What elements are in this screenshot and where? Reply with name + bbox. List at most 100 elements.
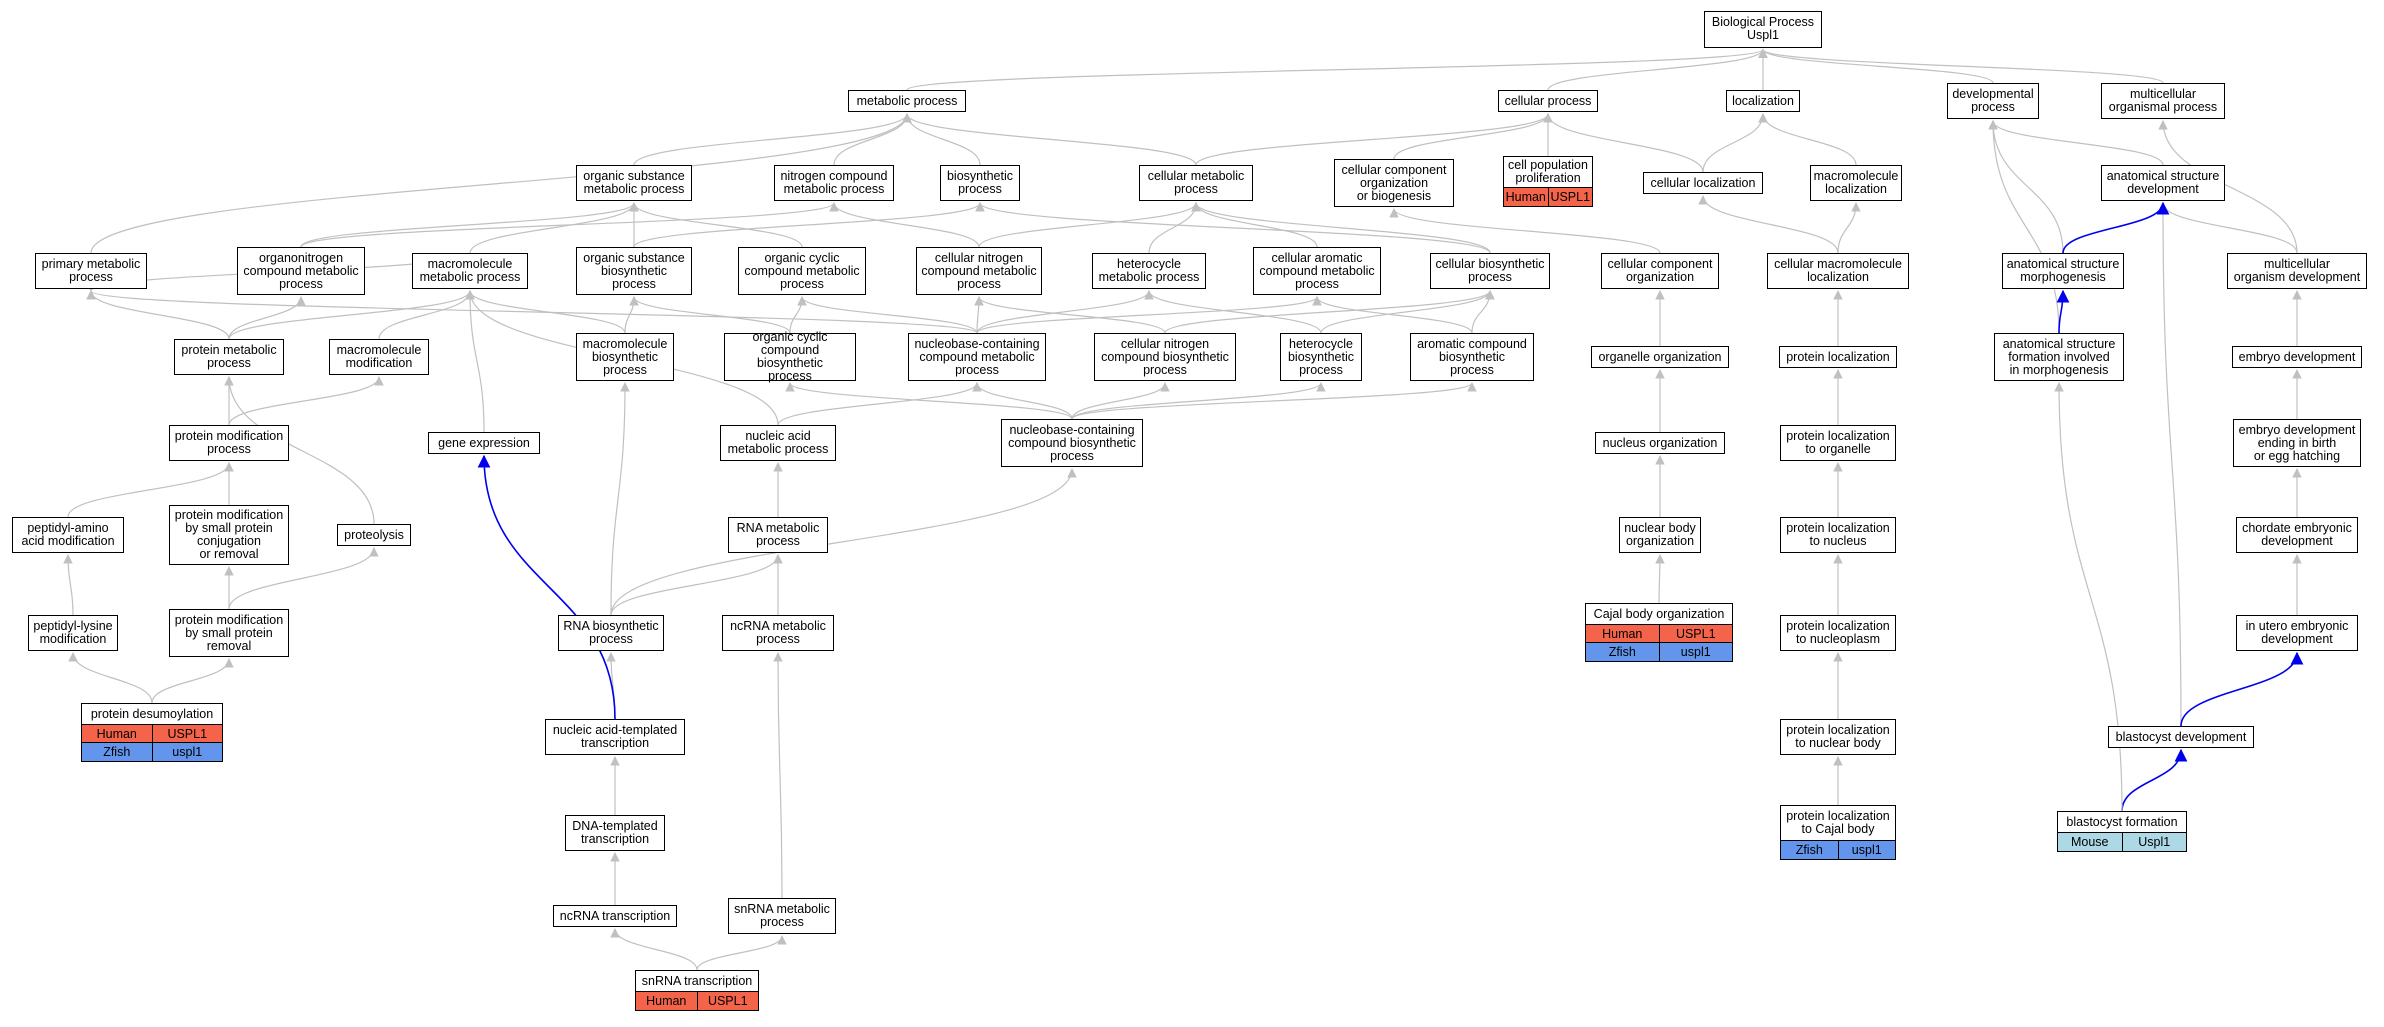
edge-macromet-to-orgsub: [469, 202, 639, 254]
go-term-cellmet[interactable]: cellular metabolic process: [1139, 165, 1253, 201]
edge-mod-to-asd: [2158, 202, 2298, 254]
go-term-orgcyc[interactable]: organic cyclic compound metabolic proces…: [738, 247, 866, 295]
edge-snrnatrans-to-ncrnatrans: [610, 928, 698, 971]
go-term-orgsubbio[interactable]: organic substance biosynthetic process: [576, 247, 692, 295]
go-term-bp[interactable]: Biological Process Uspl1: [1704, 10, 1822, 48]
go-term-cellbio[interactable]: cellular biosynthetic process: [1430, 253, 1550, 289]
edge-cellarom-to-cellmet: [1191, 202, 1318, 248]
edge-mod-to-multi: [2158, 120, 2298, 254]
go-term-protloc[interactable]: protein localization: [1779, 346, 1897, 368]
edge-protmod-to-macromod: [228, 376, 384, 426]
edge-hetero-to-cellmet: [1148, 202, 1201, 254]
edge-blastdev-to-asd: [2158, 202, 2182, 727]
go-term-ncrnamet[interactable]: ncRNA metabolic process: [722, 615, 834, 651]
go-term-nucorg[interactable]: nucleus organization: [1595, 432, 1725, 454]
go-term-protmet[interactable]: protein metabolic process: [174, 339, 284, 375]
edge-cellnitro-to-cellmet: [978, 202, 1201, 248]
go-term-macromod[interactable]: macromolecule modification: [329, 339, 429, 375]
go-term-protloccajal[interactable]: protein localization to Cajal body: [1780, 805, 1896, 841]
go-term-nbcb[interactable]: nucleobase-containing compound biosynthe…: [1001, 419, 1143, 467]
go-term-geneexp[interactable]: gene expression: [428, 432, 540, 454]
go-term-proteolysis[interactable]: proteolysis: [337, 524, 411, 546]
edge-rnabio-to-rnamet: [610, 554, 783, 616]
go-term-inutero[interactable]: in utero embryonic development: [2236, 615, 2358, 651]
go-term-embbirth[interactable]: embryo development ending in birth or eg…: [2233, 419, 2361, 467]
go-term-cellarom[interactable]: cellular aromatic compound metabolic pro…: [1253, 247, 1381, 295]
go-term-primary[interactable]: primary metabolic process: [35, 253, 147, 289]
edge-desumo-to-peptlys: [68, 652, 153, 704]
edge-orgnitro-to-orgsub: [300, 202, 639, 248]
go-term-heterobio[interactable]: heterocycle biosynthetic process: [1280, 333, 1362, 381]
gene-label: uspl1: [1658, 643, 1733, 661]
go-term-peptaa[interactable]: peptidyl-amino acid modification: [12, 517, 124, 553]
edge-cellnitrobio-to-cellnitro: [974, 296, 1166, 334]
go-term-rnabio[interactable]: RNA biosynthetic process: [558, 615, 664, 651]
edge-peptaa-to-protmod: [67, 462, 234, 518]
go-term-devp[interactable]: developmental process: [1947, 83, 2039, 119]
go-term-cellprolif[interactable]: cell population proliferation: [1503, 156, 1593, 188]
go-term-embdev[interactable]: embryo development: [2232, 346, 2362, 368]
go-term-macroloc[interactable]: macromolecule localization: [1810, 165, 1902, 201]
go-term-ncrnatrans[interactable]: ncRNA transcription: [553, 905, 677, 927]
go-term-nucbody[interactable]: nuclear body organization: [1619, 517, 1701, 553]
go-term-orgnitro[interactable]: organonitrogen compound metabolic proces…: [237, 247, 365, 295]
go-term-asm[interactable]: anatomical structure morphogenesis: [2002, 253, 2124, 289]
go-term-protlocnp[interactable]: protein localization to nucleoplasm: [1780, 615, 1896, 651]
go-term-arombio[interactable]: aromatic compound biosynthetic process: [1410, 333, 1534, 381]
go-term-desumo[interactable]: protein desumoylation: [81, 703, 223, 725]
go-term-cellnitrobio[interactable]: cellular nitrogen compound biosynthetic …: [1094, 333, 1236, 381]
edge-multi-to-bp: [1758, 48, 2164, 84]
edge-cellloc-to-cellp: [1543, 113, 1704, 173]
go-term-cajalorg[interactable]: Cajal body organization: [1585, 603, 1733, 625]
edge-orgcycbio-to-orgsubbio: [629, 296, 791, 334]
edge-orgnitro-to-nitro: [300, 202, 839, 248]
go-term-nitro[interactable]: nitrogen compound metabolic process: [774, 165, 894, 201]
species-label: Zfish: [1608, 645, 1636, 659]
edge-nbcb-to-cellnitrobio: [1071, 382, 1170, 420]
go-term-nucmet[interactable]: nucleic acid metabolic process: [720, 425, 836, 461]
go-term-natempl[interactable]: nucleic acid-templated transcription: [545, 719, 685, 755]
go-term-cellloc[interactable]: cellular localization: [1643, 172, 1763, 194]
go-term-biosyn[interactable]: biosynthetic process: [940, 165, 1020, 201]
go-term-rnamet[interactable]: RNA metabolic process: [728, 517, 828, 553]
edge-arombio-to-cellbio: [1471, 290, 1495, 334]
go-term-snrnamet[interactable]: snRNA metabolic process: [728, 898, 836, 934]
go-term-hetero[interactable]: heterocycle metabolic process: [1092, 253, 1206, 289]
go-term-asfm[interactable]: anatomical structure formation involved …: [1994, 333, 2124, 381]
go-term-protmod[interactable]: protein modification process: [169, 425, 289, 461]
edge-protmet-to-macromet: [228, 290, 475, 340]
go-term-dnatempl[interactable]: DNA-templated transcription: [565, 815, 665, 851]
go-term-blastdev[interactable]: blastocyst development: [2108, 726, 2254, 748]
go-term-protlocnuc[interactable]: protein localization to nucleus: [1780, 517, 1896, 553]
go-term-loc[interactable]: localization: [1726, 90, 1800, 112]
go-term-snrnatrans[interactable]: snRNA transcription: [635, 970, 759, 992]
go-term-protmodconj[interactable]: protein modification by small protein co…: [169, 505, 289, 565]
go-term-nbcm[interactable]: nucleobase-containing compound metabolic…: [908, 333, 1046, 381]
go-term-peptlys[interactable]: peptidyl-lysine modification: [28, 615, 118, 651]
go-term-ccorg[interactable]: cellular component organization: [1601, 253, 1719, 289]
edge-cellbio-to-biosyn: [975, 202, 1491, 254]
go-term-orgorg[interactable]: organelle organization: [1591, 346, 1729, 368]
go-term-protlocorg[interactable]: protein localization to organelle: [1780, 425, 1896, 461]
go-term-cellnitro[interactable]: cellular nitrogen compound metabolic pro…: [916, 247, 1042, 295]
go-term-blastform[interactable]: blastocyst formation: [2057, 811, 2187, 833]
edge-heterobio-to-cellbio: [1320, 290, 1495, 334]
go-term-orgcycbio[interactable]: organic cyclic compound biosynthetic pro…: [724, 331, 856, 383]
go-term-protmodrem[interactable]: protein modification by small protein re…: [169, 609, 289, 657]
edge-protmet-to-orgnitro: [228, 296, 306, 340]
go-term-cellp[interactable]: cellular process: [1498, 90, 1598, 112]
go-term-macromet[interactable]: macromolecule metabolic process: [412, 253, 528, 289]
edge-nucmet-to-nbcm: [777, 382, 982, 426]
go-term-asd[interactable]: anatomical structure development: [2101, 165, 2225, 201]
go-term-orgsub[interactable]: organic substance metabolic process: [576, 165, 692, 201]
go-term-protlocnb[interactable]: protein localization to nuclear body: [1780, 719, 1896, 755]
go-term-ccob[interactable]: cellular component organization or bioge…: [1334, 159, 1454, 207]
go-term-multi[interactable]: multicellular organismal process: [2101, 83, 2225, 119]
go-term-macrobio[interactable]: macromolecule biosynthetic process: [576, 333, 674, 381]
go-term-metab[interactable]: metabolic process: [848, 90, 966, 112]
go-term-cellmacroloc[interactable]: cellular macromolecule localization: [1767, 253, 1909, 289]
go-term-chordate[interactable]: chordate embryonic development: [2236, 517, 2358, 553]
go-term-mod[interactable]: multicellular organism development: [2227, 253, 2367, 289]
